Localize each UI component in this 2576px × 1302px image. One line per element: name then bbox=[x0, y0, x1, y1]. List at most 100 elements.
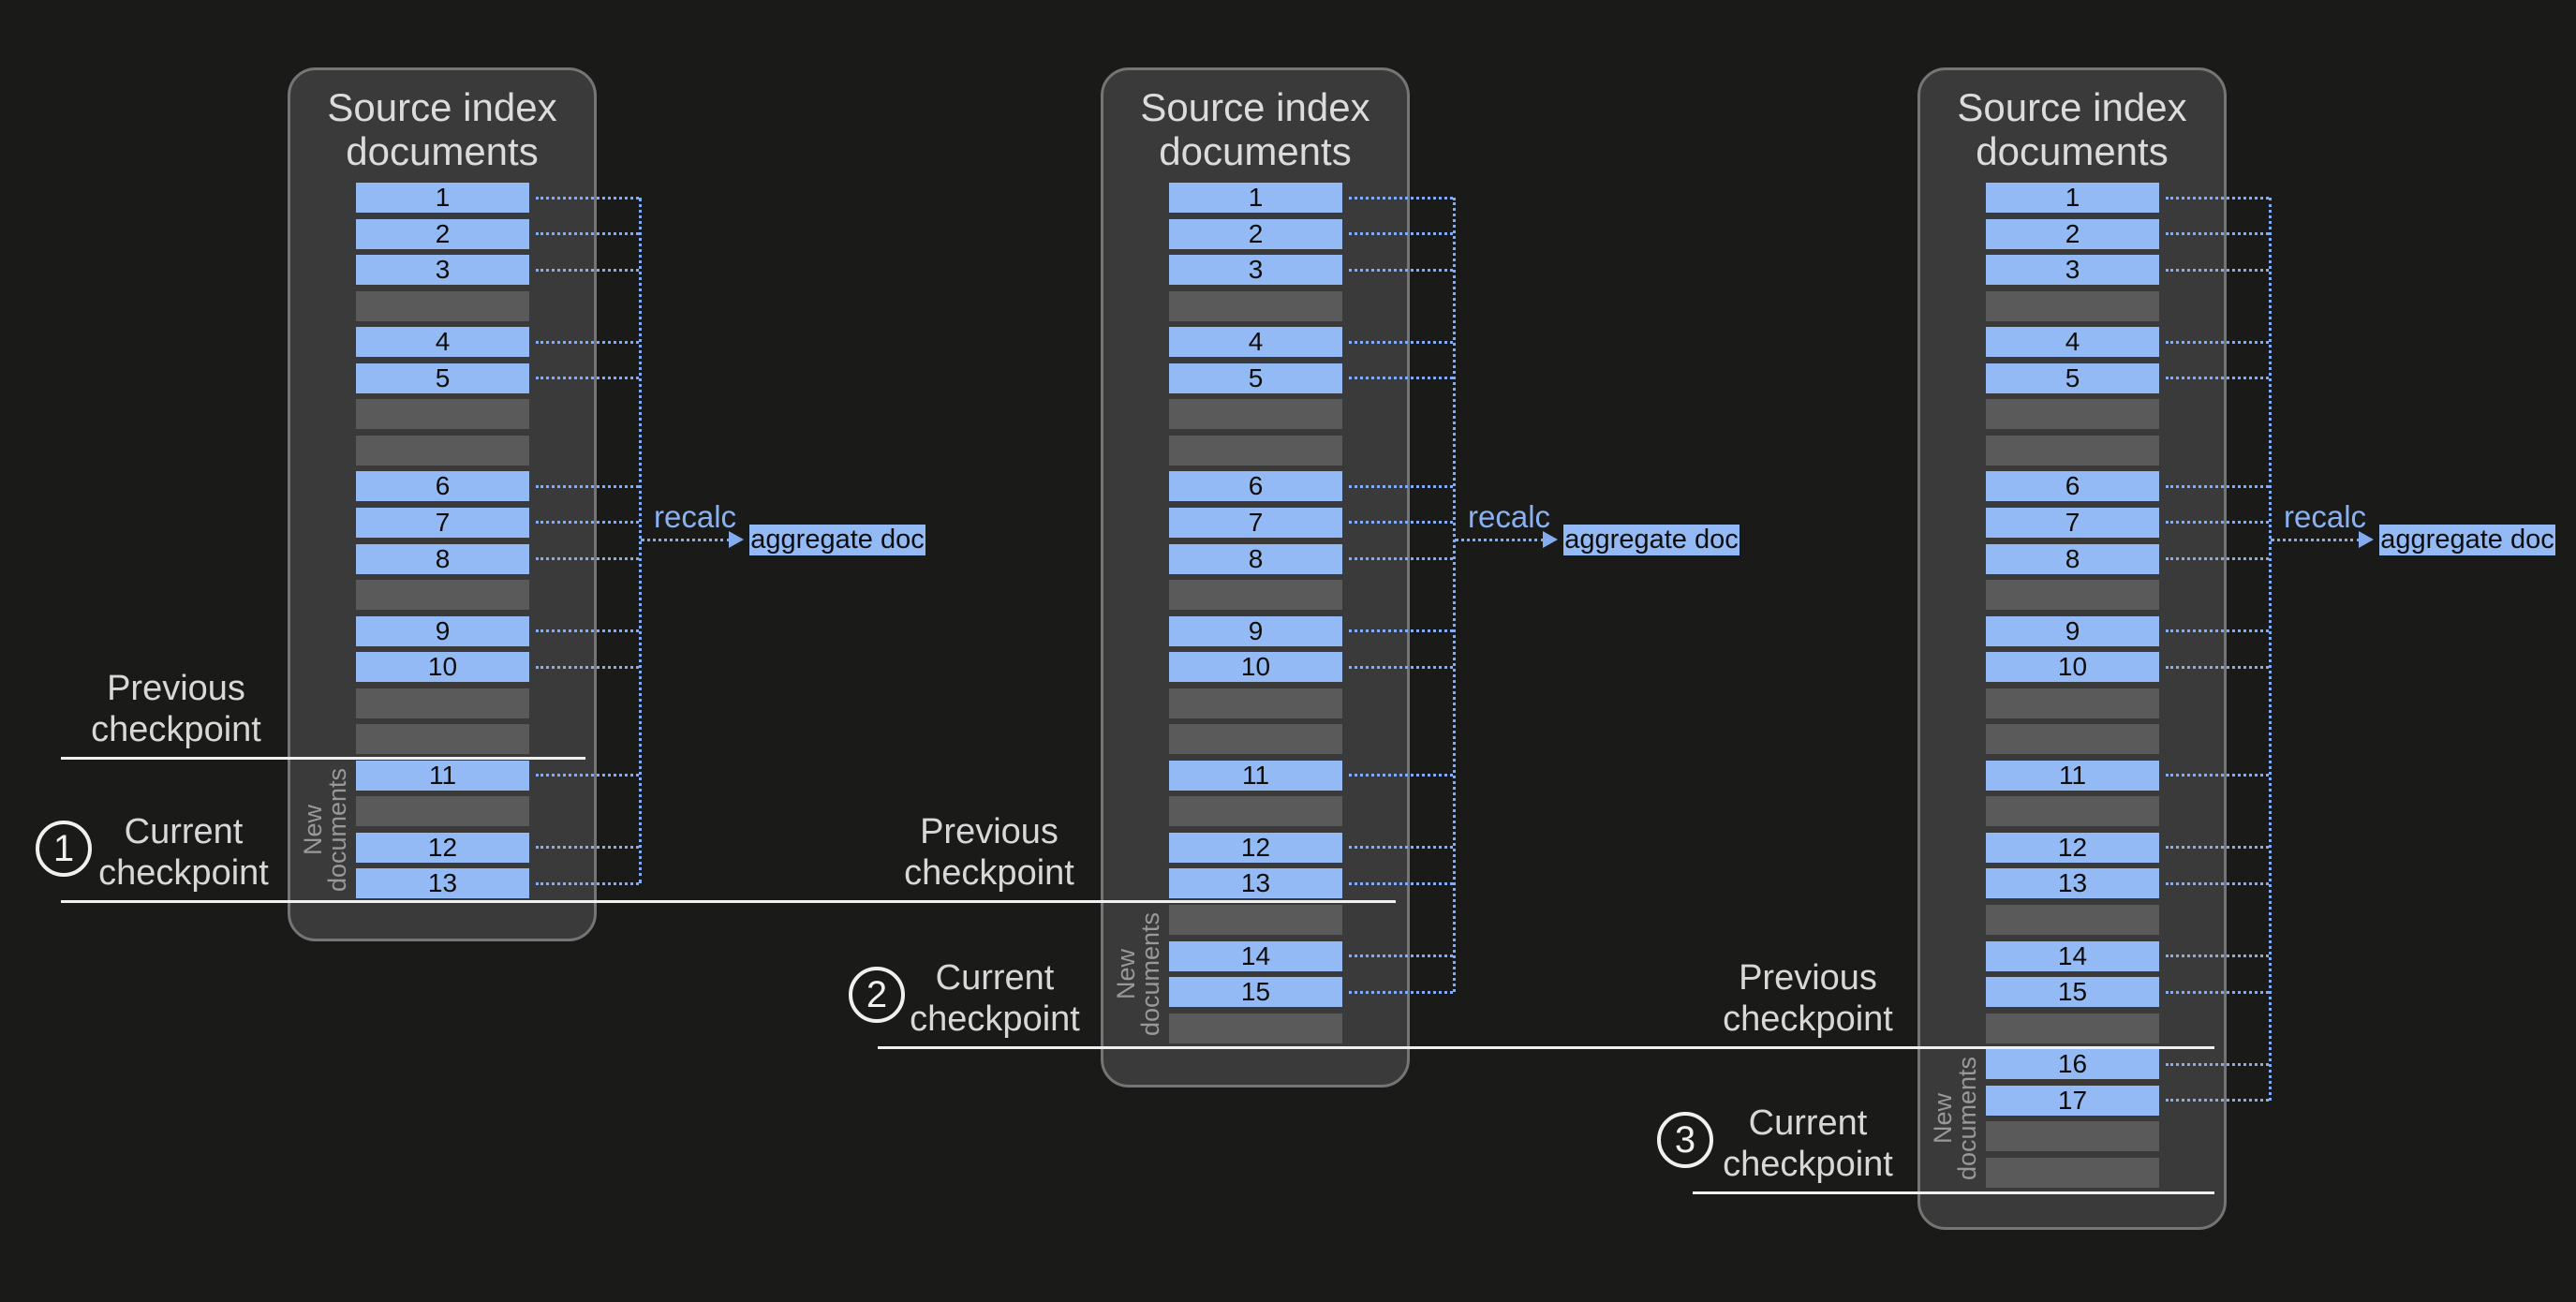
doc-connector-line bbox=[2166, 1063, 2269, 1066]
text-line: Previous bbox=[904, 811, 1074, 852]
empty-slot-bar bbox=[1986, 688, 2159, 718]
new-documents-label: Newdocuments bbox=[1114, 912, 1162, 1036]
document-bar: 2 bbox=[1986, 219, 2159, 249]
doc-connector-line bbox=[536, 377, 639, 379]
empty-slot-bar bbox=[1169, 688, 1342, 718]
empty-slot-bar bbox=[1986, 580, 2159, 610]
doc-connector-line bbox=[1349, 269, 1453, 272]
empty-slot-bar bbox=[356, 436, 529, 466]
doc-connector-line bbox=[2166, 341, 2269, 344]
text-line: checkpoint bbox=[91, 709, 261, 750]
empty-slot-bar bbox=[1169, 796, 1342, 826]
document-bar: 2 bbox=[356, 219, 529, 249]
empty-slot-bar bbox=[1169, 724, 1342, 754]
panel-title: Source indexdocuments bbox=[1920, 85, 2224, 173]
doc-connector-line bbox=[2166, 774, 2269, 777]
document-bar: 1 bbox=[356, 183, 529, 213]
empty-slot-bar bbox=[1986, 905, 2159, 935]
text-line: New bbox=[301, 768, 325, 892]
empty-slot-bar bbox=[356, 580, 529, 610]
text-line: documents bbox=[325, 768, 349, 892]
doc-connector-line bbox=[2166, 954, 2269, 957]
doc-connector-line bbox=[1349, 629, 1453, 632]
text-line: Source index bbox=[1920, 85, 2224, 129]
empty-slot-bar bbox=[1986, 1158, 2159, 1188]
aggregate-doc-box: aggregate doc bbox=[1563, 525, 1740, 555]
doc-connector-line bbox=[1349, 341, 1453, 344]
doc-connector-line bbox=[2166, 557, 2269, 560]
doc-connector-line bbox=[2166, 629, 2269, 632]
document-bar: 12 bbox=[356, 833, 529, 863]
previous-checkpoint-label: Previouscheckpoint bbox=[904, 811, 1074, 894]
document-bar: 2 bbox=[1169, 219, 1342, 249]
document-bar: 5 bbox=[356, 363, 529, 393]
text-line: checkpoint bbox=[910, 999, 1080, 1040]
empty-slot-bar bbox=[1169, 580, 1342, 610]
document-bar: 5 bbox=[1986, 363, 2159, 393]
empty-slot-bar bbox=[1986, 291, 2159, 321]
text-line: checkpoint bbox=[1723, 1144, 1893, 1185]
text-line: checkpoint bbox=[904, 852, 1074, 894]
doc-connector-line bbox=[1349, 521, 1453, 524]
doc-connector-line bbox=[1349, 991, 1453, 994]
doc-connector-line bbox=[1349, 197, 1453, 200]
doc-connector-line bbox=[2166, 377, 2269, 379]
doc-connector-line bbox=[2166, 666, 2269, 669]
doc-connector-line bbox=[536, 846, 639, 849]
doc-connector-line bbox=[1349, 485, 1453, 488]
empty-slot-bar bbox=[1986, 796, 2159, 826]
doc-connector-line bbox=[536, 521, 639, 524]
empty-slot-bar bbox=[356, 796, 529, 826]
document-bar: 8 bbox=[356, 544, 529, 574]
doc-connector-line bbox=[536, 629, 639, 632]
recalc-label: recalc bbox=[2284, 499, 2366, 535]
doc-connector-line bbox=[2166, 269, 2269, 272]
checkpoint-number-badge: 1 bbox=[36, 821, 92, 877]
document-bar: 10 bbox=[1169, 652, 1342, 682]
text-line: Current bbox=[910, 957, 1080, 999]
document-bar: 9 bbox=[1169, 616, 1342, 646]
previous-checkpoint-label: Previouscheckpoint bbox=[91, 668, 261, 750]
document-bar: 13 bbox=[1986, 868, 2159, 898]
empty-slot-bar bbox=[1169, 1013, 1342, 1043]
text-line: documents bbox=[1138, 912, 1162, 1036]
doc-connector-line bbox=[536, 774, 639, 777]
document-bar: 6 bbox=[1986, 471, 2159, 501]
document-bar: 4 bbox=[1169, 327, 1342, 357]
document-bar: 11 bbox=[1986, 761, 2159, 791]
bracket-line bbox=[2269, 198, 2272, 1101]
document-bar: 14 bbox=[1169, 941, 1342, 971]
bracket-line bbox=[1453, 198, 1456, 992]
doc-connector-line bbox=[1349, 377, 1453, 379]
text-line: Previous bbox=[91, 668, 261, 709]
panel-title: Source indexdocuments bbox=[290, 85, 594, 173]
doc-connector-line bbox=[1349, 557, 1453, 560]
text-line: Current bbox=[1723, 1102, 1893, 1144]
previous-checkpoint-label: Previouscheckpoint bbox=[1723, 957, 1893, 1040]
empty-slot-bar bbox=[356, 399, 529, 429]
empty-slot-bar bbox=[1986, 399, 2159, 429]
document-bar: 12 bbox=[1986, 833, 2159, 863]
document-bar: 10 bbox=[356, 652, 529, 682]
doc-connector-line bbox=[536, 557, 639, 560]
doc-connector-line bbox=[1349, 846, 1453, 849]
document-bar: 9 bbox=[356, 616, 529, 646]
empty-slot-bar bbox=[1986, 1121, 2159, 1151]
doc-connector-line bbox=[1349, 882, 1453, 885]
text-line: Source index bbox=[290, 85, 594, 129]
doc-connector-line bbox=[1349, 232, 1453, 235]
new-documents-label: Newdocuments bbox=[1931, 1057, 1979, 1180]
empty-slot-bar bbox=[1986, 1013, 2159, 1043]
doc-connector-line bbox=[2166, 1099, 2269, 1102]
document-bar: 8 bbox=[1986, 544, 2159, 574]
recalc-arrow-line bbox=[641, 539, 731, 541]
doc-connector-line bbox=[1349, 774, 1453, 777]
doc-connector-line bbox=[1349, 666, 1453, 669]
document-bar: 12 bbox=[1169, 833, 1342, 863]
doc-connector-line bbox=[2166, 521, 2269, 524]
doc-connector-line bbox=[2166, 485, 2269, 488]
document-bar: 16 bbox=[1986, 1049, 2159, 1079]
doc-connector-line bbox=[2166, 882, 2269, 885]
document-bar: 3 bbox=[356, 255, 529, 285]
document-bar: 7 bbox=[356, 508, 529, 538]
